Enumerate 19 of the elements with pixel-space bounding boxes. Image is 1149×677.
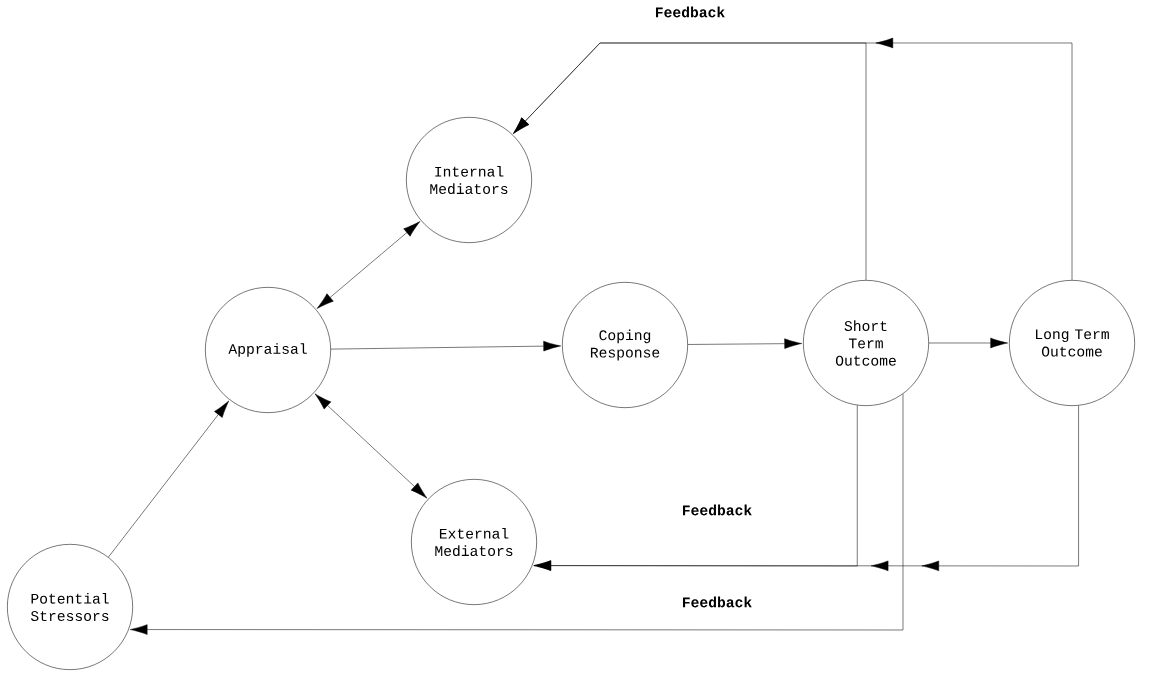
- edge-label: Feedback: [653, 5, 727, 19]
- circle-node: External Mediators: [411, 479, 537, 605]
- arrow: [928, 337, 1008, 349]
- arrow: [316, 221, 421, 309]
- arrow: [687, 338, 802, 349]
- arrow: [330, 340, 561, 352]
- arrow: [533, 405, 1079, 572]
- circle-node: Appraisal: [205, 287, 331, 413]
- arrow: [513, 37, 1073, 281]
- circle-node: Internal Mediators: [406, 117, 532, 243]
- edge-label: Feedback: [680, 595, 754, 609]
- circle-node: Long Term Outcome: [1009, 280, 1135, 406]
- arrow: [129, 393, 904, 635]
- circle-node: Short Term Outcome: [803, 280, 929, 406]
- arrow: [108, 400, 229, 558]
- circle-node: Potential Stressors: [7, 544, 133, 670]
- arrow: [314, 393, 428, 499]
- circle-node: Coping Response: [562, 282, 688, 408]
- edge-label: Feedback: [680, 503, 754, 517]
